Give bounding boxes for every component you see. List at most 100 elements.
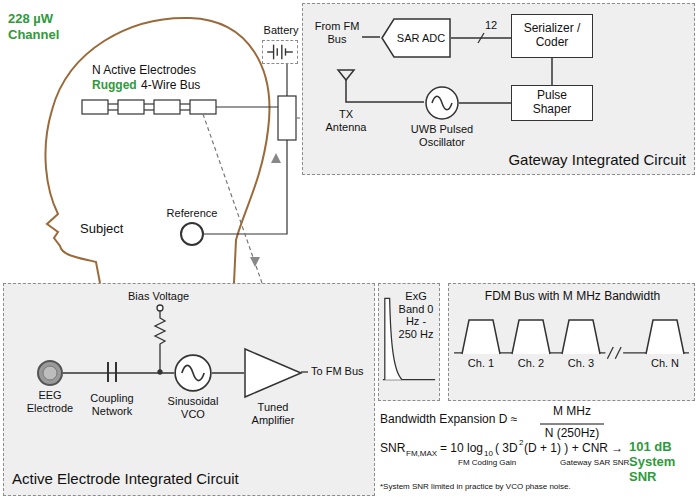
electrode-bus (144, 103, 154, 104)
equation-note: FM Coding Gain (458, 458, 516, 467)
pointer-triangles (250, 153, 281, 267)
gateway-wires (204, 64, 296, 234)
node-label: Serializer / Coder (516, 22, 588, 50)
antenna-symbol (338, 70, 354, 80)
part-label: N Active Electrodes (92, 64, 196, 78)
spectrum-box: FDM Bus with M MHz BandwidthCh. 1Ch. 2Ch… (448, 283, 695, 401)
part-label: Coupling Network (80, 392, 144, 417)
panel-fill (3, 283, 375, 496)
battery-cells (273, 45, 274, 60)
equation-text: M MHz (540, 405, 604, 419)
spectrum-box: ExG Band 0 Hz - 250 Hz (378, 283, 440, 401)
channel-outline (562, 320, 600, 354)
reference-electrode: Reference (180, 222, 204, 246)
coupling-capacitor (115, 362, 117, 382)
electrode-bus (108, 109, 118, 110)
panel-fill (302, 3, 695, 175)
part-label: TX Antenna (322, 108, 370, 133)
shape (263, 41, 297, 63)
electrode-bus (216, 106, 278, 107)
sine-wave (182, 365, 204, 380)
electrode-symbol: EEG Electrode (37, 360, 63, 386)
channel-band: Ch. 1 (461, 318, 501, 354)
coupling-capacitor (108, 362, 116, 382)
bus-width: 12 (484, 19, 498, 32)
equation-subscript: FM,MAX (406, 449, 437, 458)
shape (511, 318, 551, 354)
gateway-wires (286, 64, 287, 96)
node-label: ExG Band 0 Hz - 250 Hz (396, 290, 436, 341)
shape (37, 360, 63, 386)
bias-resistor (155, 311, 165, 372)
node-label: Pulse Shaper (516, 89, 588, 117)
node-label: Tuned Amplifier (238, 401, 308, 426)
adc-outline (382, 19, 450, 57)
signal-wire (212, 372, 244, 374)
equation-text: Bandwidth Expansion D ≈ (380, 413, 517, 427)
shape (180, 222, 204, 246)
head-outline (45, 18, 269, 283)
channel-outline (462, 320, 500, 354)
result-note: SNR (629, 470, 656, 485)
electrode-bus (180, 109, 190, 110)
node-label: FDM Bus with M MHz Bandwidth (449, 290, 696, 304)
equation-text: (D + 1) ) + CNR → (524, 442, 623, 456)
electrode-bus (108, 103, 118, 104)
channel-outline (646, 320, 684, 354)
node-label: Ch. 3 (556, 357, 606, 370)
fraction-bar (540, 424, 604, 425)
node-label: UWB Pulsed Oscillator (397, 123, 487, 148)
equation-text: ( 3D (495, 442, 518, 456)
oscillator-outline (426, 87, 458, 119)
process-box: Pulse Shaper (511, 85, 593, 121)
equation-note: Gateway SAR SNR (560, 458, 629, 467)
part-label: Rugged (92, 79, 137, 93)
antenna-symbol (346, 80, 424, 102)
process-box: Serializer / Coder (511, 14, 593, 58)
node-label: Battery (251, 24, 311, 37)
gateway-panel: Gateway Integrated CircuitSAR ADCSeriali… (302, 3, 695, 175)
signal-wire (551, 58, 553, 85)
channel-band: Ch. 3 (561, 318, 601, 354)
pointer-triangles (250, 257, 260, 267)
fdm-axis (615, 347, 621, 359)
node-label: EEG Electrode (20, 389, 80, 414)
panel-fill (448, 283, 695, 401)
shape (244, 348, 302, 398)
equation-text: = 10 log (440, 442, 483, 456)
battery-cells (286, 51, 293, 52)
panel-title: Gateway Integrated Circuit (508, 151, 686, 168)
panel-title: Active Electrode Integrated Circuit (12, 470, 239, 487)
electrode-core (43, 366, 57, 380)
oscillator-outline (175, 355, 211, 391)
node-label: Reference (157, 207, 227, 220)
power-note: 228 µW (8, 12, 53, 27)
channel-band: Ch. N (645, 318, 685, 354)
electrode-disc (38, 361, 62, 385)
head-outline (45, 18, 269, 283)
shape (561, 318, 601, 354)
pointer-triangles (271, 153, 281, 163)
callout-leaders (203, 114, 262, 283)
equation-text: N (250Hz) (540, 427, 604, 441)
equation-text: SNR (380, 442, 405, 456)
gateway-wires (278, 96, 296, 140)
electrode-panel: Active Electrode Integrated Circuit EEG E… (3, 283, 375, 496)
battery-cells (267, 51, 273, 52)
signal-name: Bias Voltage (128, 290, 189, 303)
signal-name: To FM Bus (311, 365, 364, 378)
electrode-bus (82, 100, 278, 114)
electrode-bus (154, 100, 180, 114)
reference-outline (181, 223, 203, 245)
power-note: Channel (8, 28, 59, 43)
node-label: Ch. 2 (506, 357, 556, 370)
channel-outline (512, 320, 550, 354)
bias-resistor (301, 371, 308, 372)
amplifier-outline (245, 349, 301, 397)
equation-superscript: 2 (519, 438, 523, 447)
result-note: 101 dB (629, 440, 672, 455)
fraction-bar (540, 424, 604, 425)
vco-symbol: Sinusoidal VCO (174, 354, 212, 392)
fdm-axis (607, 347, 613, 359)
coupling-capacitor (107, 362, 109, 382)
